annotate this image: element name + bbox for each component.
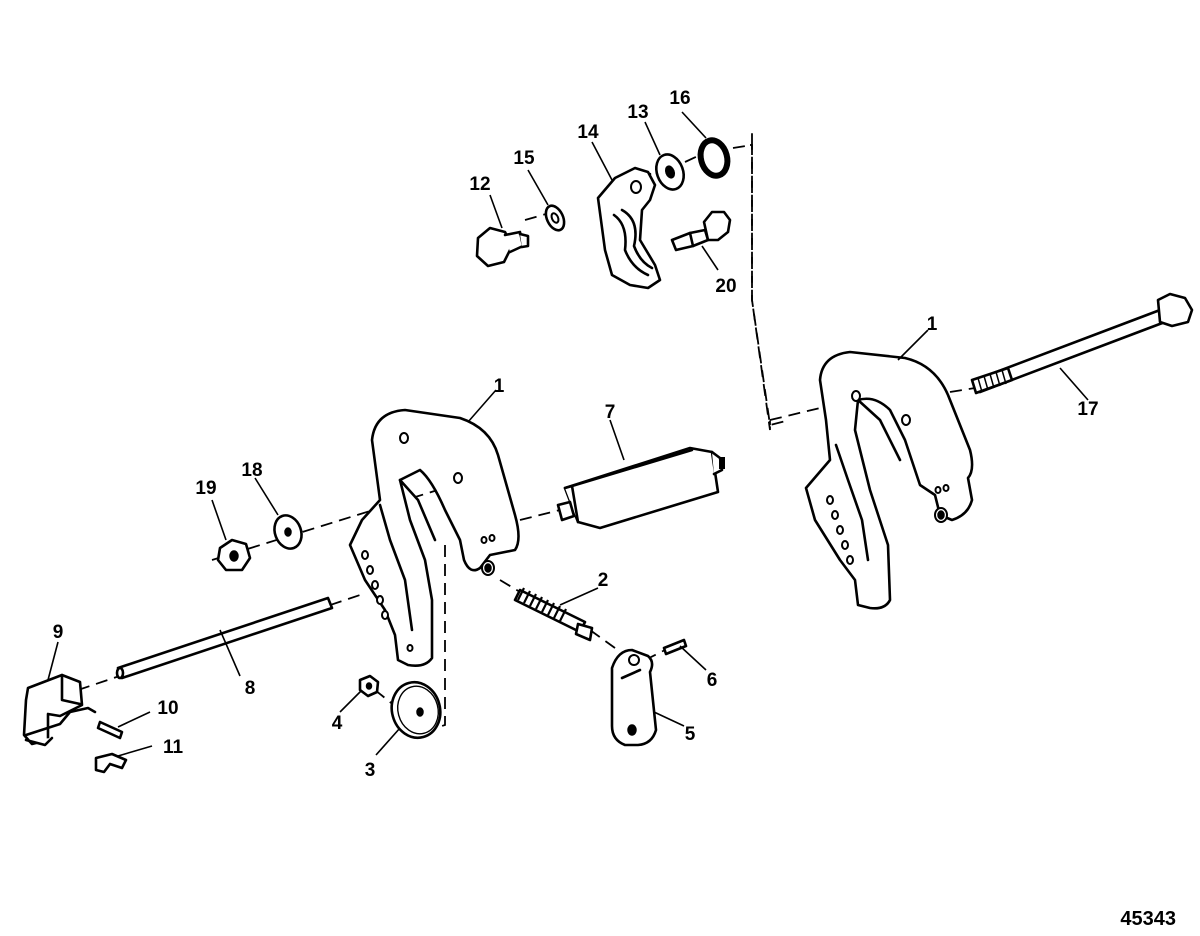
part-1-clamp-bracket-left bbox=[348, 408, 520, 667]
figure-number: 45343 bbox=[1120, 908, 1176, 930]
callout-14: 14 bbox=[577, 122, 599, 143]
part-17-screw-rod bbox=[970, 292, 1194, 395]
part-20-shoulder-bolt bbox=[670, 210, 732, 252]
callout-4: 4 bbox=[332, 713, 343, 734]
leader-lines bbox=[47, 111, 1089, 757]
callout-6: 6 bbox=[707, 670, 718, 691]
callout-11: 11 bbox=[163, 737, 184, 758]
callout-20: 20 bbox=[715, 276, 736, 297]
callout-5: 5 bbox=[685, 724, 696, 745]
part-5-lever bbox=[610, 648, 658, 747]
part-1-clamp-bracket-right bbox=[804, 350, 974, 610]
callout-9: 9 bbox=[53, 622, 64, 643]
part-2-spring bbox=[513, 587, 594, 642]
part-9-bracket-clip bbox=[22, 673, 97, 747]
part-13-washer bbox=[655, 153, 685, 191]
part-15-washer bbox=[544, 204, 566, 232]
part-11-spring-clip bbox=[94, 752, 128, 774]
part-14-hook-plate bbox=[596, 166, 662, 290]
callout-15: 15 bbox=[513, 148, 535, 169]
part-3-pad-disc bbox=[390, 680, 442, 740]
part-8-pin-rod bbox=[115, 596, 334, 680]
part-12-knob bbox=[475, 226, 530, 268]
callout-13: 13 bbox=[627, 102, 648, 123]
part-16-lock-ring bbox=[697, 137, 731, 179]
part-19-nut bbox=[216, 538, 252, 572]
callout-10: 10 bbox=[157, 698, 178, 719]
part-6-roll-pin bbox=[662, 638, 688, 656]
callout-3: 3 bbox=[365, 760, 376, 781]
part-7-housing-block bbox=[556, 446, 725, 530]
callout-19: 19 bbox=[195, 478, 216, 499]
callout-8: 8 bbox=[245, 678, 256, 699]
callout-12: 12 bbox=[469, 174, 490, 195]
callout-labels: 12 15 14 13 16 20 1 17 1 7 19 18 2 9 8 6… bbox=[53, 88, 1099, 781]
part-4-small-nut bbox=[358, 674, 380, 698]
part-18-washer bbox=[273, 514, 303, 550]
callout-16: 16 bbox=[669, 88, 690, 109]
callout-7: 7 bbox=[605, 402, 616, 423]
callout-1-left: 1 bbox=[494, 376, 505, 397]
callout-2: 2 bbox=[598, 570, 609, 591]
callout-18: 18 bbox=[241, 460, 262, 481]
callout-17: 17 bbox=[1077, 399, 1098, 420]
callout-1-right: 1 bbox=[927, 314, 938, 335]
part-10-small-pin bbox=[96, 720, 124, 740]
